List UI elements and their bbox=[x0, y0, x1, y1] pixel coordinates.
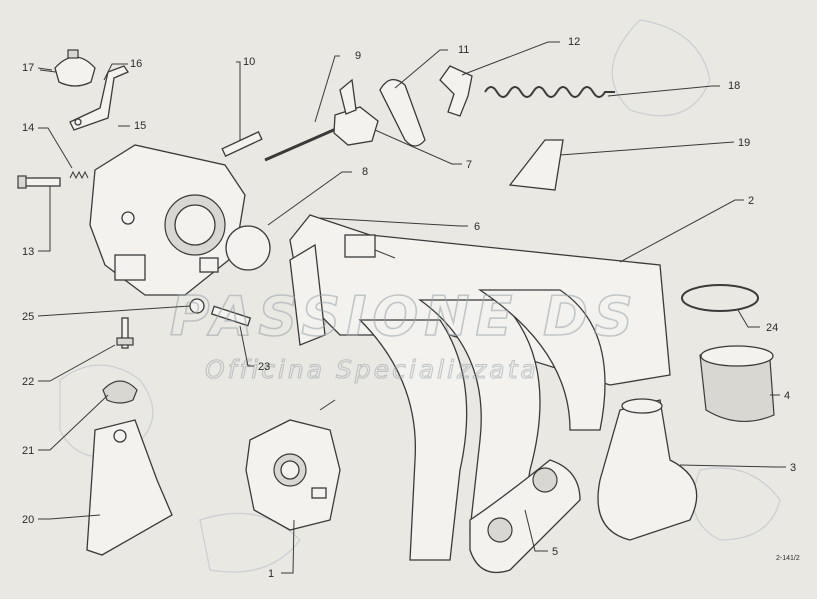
part-label-2: 2 bbox=[748, 195, 754, 207]
watermark-tagline: Officina Specializzata bbox=[205, 355, 539, 384]
screw-part-13 bbox=[17, 175, 61, 189]
part-label-13: 13 bbox=[22, 246, 34, 258]
stud-part-22 bbox=[116, 317, 134, 349]
rubber-mount-part-21 bbox=[102, 380, 138, 404]
part-label-12: 12 bbox=[568, 36, 580, 48]
part-label-16: 16 bbox=[130, 58, 142, 70]
background-ghost-sketch bbox=[59, 19, 781, 573]
watermark-brand: PASSIONE DS bbox=[170, 285, 639, 348]
support-bracket-part-20 bbox=[86, 419, 173, 556]
throttle-housing-part bbox=[89, 144, 246, 296]
support-bracket-part-19 bbox=[508, 139, 564, 191]
throttle-spindle-part bbox=[264, 78, 379, 162]
part-label-18: 18 bbox=[728, 80, 740, 92]
part-label-24: 24 bbox=[766, 322, 778, 334]
stud-part-23 bbox=[210, 305, 252, 327]
return-spring-part bbox=[484, 86, 615, 98]
part-label-21: 21 bbox=[22, 445, 34, 457]
part-label-9: 9 bbox=[355, 50, 361, 62]
vacuum-capsule-part bbox=[39, 49, 129, 131]
intake-manifold-part bbox=[289, 214, 671, 561]
part-label-15: 15 bbox=[134, 120, 146, 132]
diagram-reference-code: 2-141/2 bbox=[776, 555, 800, 562]
part-label-6: 6 bbox=[474, 221, 480, 233]
bracket-part-12 bbox=[439, 65, 473, 117]
part-label-19: 19 bbox=[738, 137, 750, 149]
throttle-body-small-part bbox=[245, 399, 341, 531]
part-label-3: 3 bbox=[790, 462, 796, 474]
exhaust-flange-gasket-part-5 bbox=[469, 459, 581, 574]
part-label-10: 10 bbox=[243, 56, 255, 68]
part-number-labels: 17 16 10 9 11 12 18 14 15 19 13 8 7 6 2 … bbox=[22, 36, 796, 580]
part-label-7: 7 bbox=[466, 159, 472, 171]
part-label-20: 20 bbox=[22, 514, 34, 526]
part-label-17: 17 bbox=[22, 62, 34, 74]
part-label-22: 22 bbox=[22, 376, 34, 388]
hose-clamp-part-24 bbox=[681, 284, 759, 312]
part-label-4: 4 bbox=[784, 390, 790, 402]
part-label-25: 25 bbox=[22, 311, 34, 323]
leader-lines bbox=[37, 41, 786, 574]
screw-part-10 bbox=[221, 131, 263, 157]
part-label-23: 23 bbox=[258, 361, 270, 373]
spring-part-14 bbox=[69, 170, 89, 180]
gasket-part-8 bbox=[225, 225, 271, 271]
hose-part-4 bbox=[699, 345, 775, 423]
water-neck-part-3 bbox=[597, 398, 698, 541]
part-label-8: 8 bbox=[362, 166, 368, 178]
part-label-1: 1 bbox=[268, 568, 274, 580]
part-label-14: 14 bbox=[22, 122, 34, 134]
part-label-11: 11 bbox=[458, 44, 469, 56]
lever-part-11 bbox=[379, 78, 426, 147]
part-label-5: 5 bbox=[552, 546, 558, 558]
